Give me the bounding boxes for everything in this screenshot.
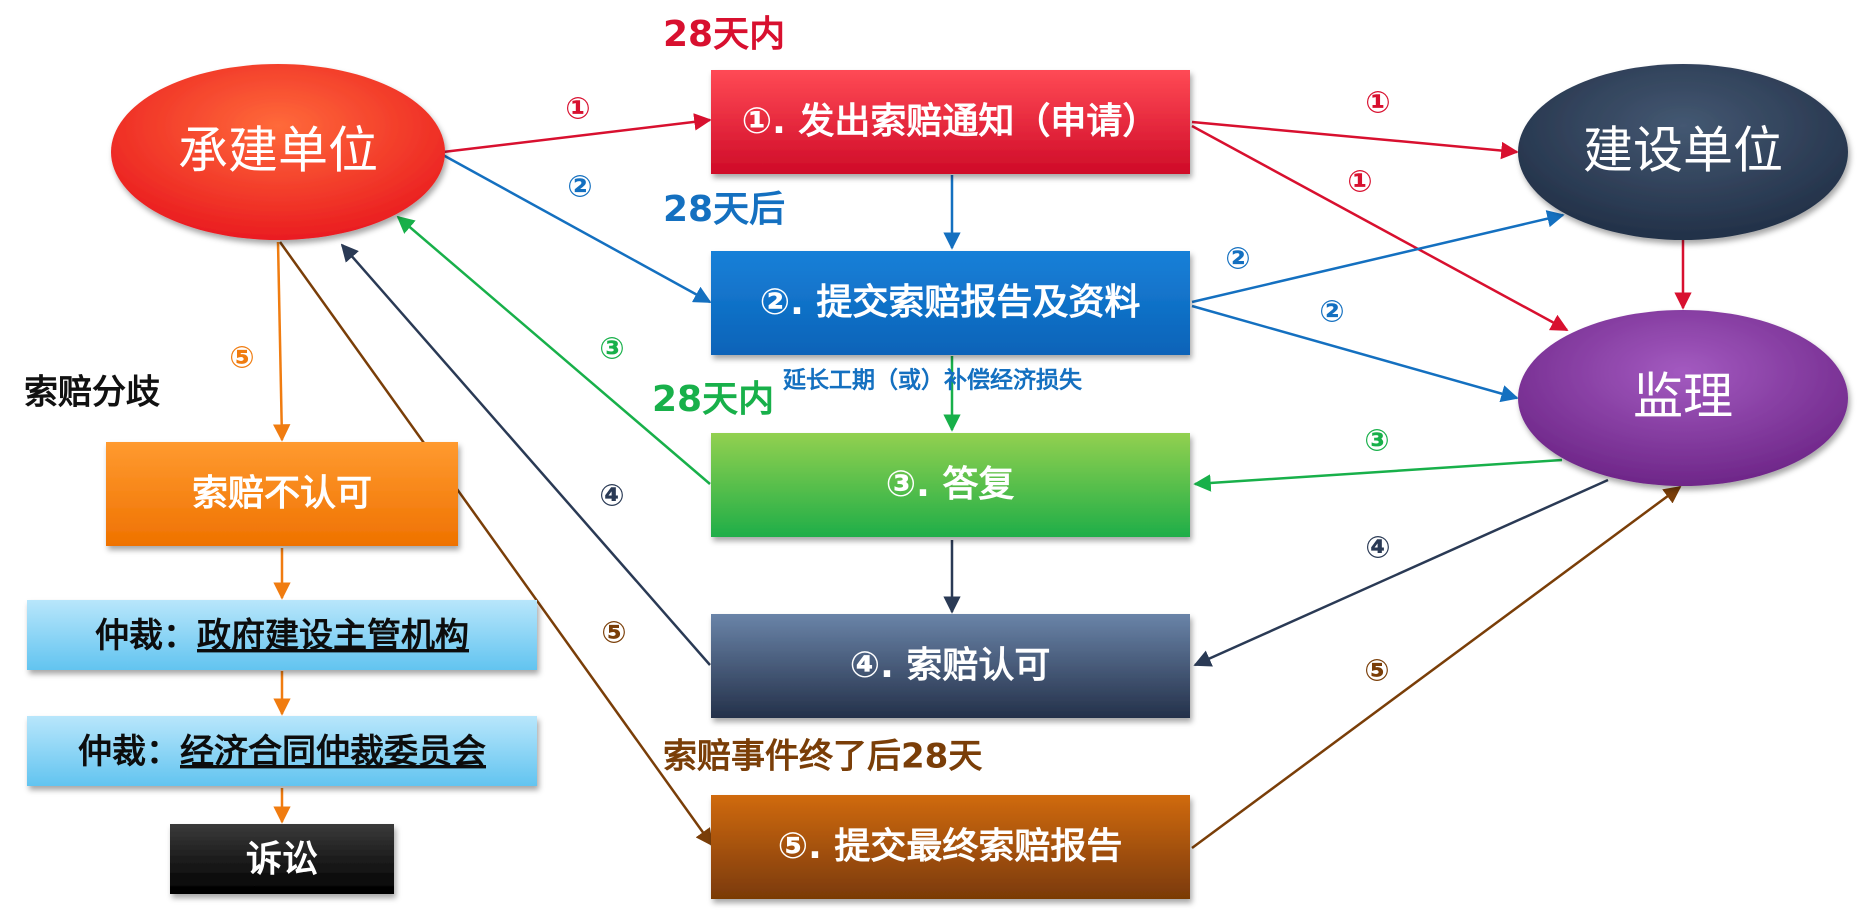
arrow-step1-to-owner	[1191, 120, 1519, 160]
arrow-step5-to-supervisor	[1191, 485, 1682, 850]
step5-box: ⑤. 提交最终索赔报告	[711, 795, 1190, 899]
step2-label: ②. 提交索赔报告及资料	[760, 281, 1141, 323]
arrow-step4-to-contractor	[340, 243, 711, 666]
label-within28-top: 28天内	[663, 14, 785, 55]
contractor-label: 承建单位	[178, 122, 378, 180]
node-owner: 建设单位	[1518, 64, 1848, 240]
step5-label: ⑤. 提交最终索赔报告	[778, 825, 1123, 867]
arrow-step2-to-supervisor	[1191, 304, 1519, 403]
marker-4-supervisor: ④	[1365, 531, 1390, 566]
marker-3-contractor: ③	[599, 332, 624, 367]
label-within28-mid: 28天内	[652, 379, 774, 420]
arrow-step1-to-supervisor	[1191, 124, 1569, 332]
step1-box: ①. 发出索赔通知（申请）	[711, 70, 1190, 174]
owner-label: 建设单位	[1583, 122, 1783, 180]
marker-5-contractor: ⑤	[601, 616, 626, 651]
marker-2-contractor: ②	[567, 170, 592, 205]
arrow-supervisor-to-step3	[1193, 458, 1563, 492]
label-after28: 28天后	[663, 189, 785, 230]
arbitration1-box: 仲裁：政府建设主管机构	[27, 600, 537, 670]
arbitration2-body: 经济合同仲裁委员会	[180, 732, 486, 772]
arrow-contractor-to-step1	[442, 113, 712, 154]
marker-4-contractor: ④	[599, 479, 624, 514]
supervisor-label: 监理	[1633, 368, 1733, 426]
litigation-label: 诉讼	[246, 839, 318, 880]
node-contractor: 承建单位	[111, 64, 445, 240]
marker-1-owner: ①	[1365, 86, 1390, 121]
not-approved-label: 索赔不认可	[192, 473, 372, 514]
litigation-box: 诉讼	[170, 824, 394, 894]
step3-label: ③. 答复	[886, 464, 1015, 505]
step1-label: ①. 发出索赔通知（申请）	[742, 101, 1159, 142]
step2-box: ②. 提交索赔报告及资料	[711, 251, 1190, 355]
arrow-contractor-to-step2	[442, 153, 712, 304]
arrow-step2-to-owner	[1191, 210, 1565, 304]
arbitration1-label: 仲裁：政府建设主管机构	[95, 616, 469, 656]
marker-1-supervisor: ①	[1347, 165, 1372, 200]
arrow-contractor-to-not-approved	[272, 241, 291, 442]
label-dispute: 索赔分歧	[24, 373, 160, 413]
marker-2-owner: ②	[1225, 242, 1250, 277]
arbitration2-label: 仲裁：经济合同仲裁委员会	[78, 732, 486, 772]
not-approved-box: 索赔不认可	[106, 442, 458, 546]
marker-5-dispute: ⑤	[229, 341, 254, 376]
arbitration2-prefix: 仲裁：	[78, 732, 180, 772]
arbitration2-box: 仲裁：经济合同仲裁委员会	[27, 716, 537, 786]
arrow-contractor-to-step5	[278, 241, 714, 847]
marker-1-contractor: ①	[565, 92, 590, 127]
step4-box: ④. 索赔认可	[711, 614, 1190, 718]
marker-3-supervisor: ③	[1364, 424, 1389, 459]
step3-box: ③. 答复	[711, 433, 1190, 537]
marker-5-supervisor: ⑤	[1364, 654, 1389, 689]
label-after-event: 索赔事件终了后28天	[663, 737, 982, 777]
step4-label: ④. 索赔认可	[850, 645, 1051, 686]
marker-2-supervisor: ②	[1319, 295, 1344, 330]
node-supervisor: 监理	[1518, 310, 1848, 486]
connectors	[272, 113, 1692, 850]
arbitration1-body: 政府建设主管机构	[197, 616, 469, 656]
arbitration1-prefix: 仲裁：	[95, 616, 197, 656]
label-extension: 延长工期（或）补偿经济损失	[782, 367, 1083, 394]
arrow-step3-to-contractor	[396, 215, 711, 485]
arrow-supervisor-to-step4	[1193, 478, 1609, 667]
